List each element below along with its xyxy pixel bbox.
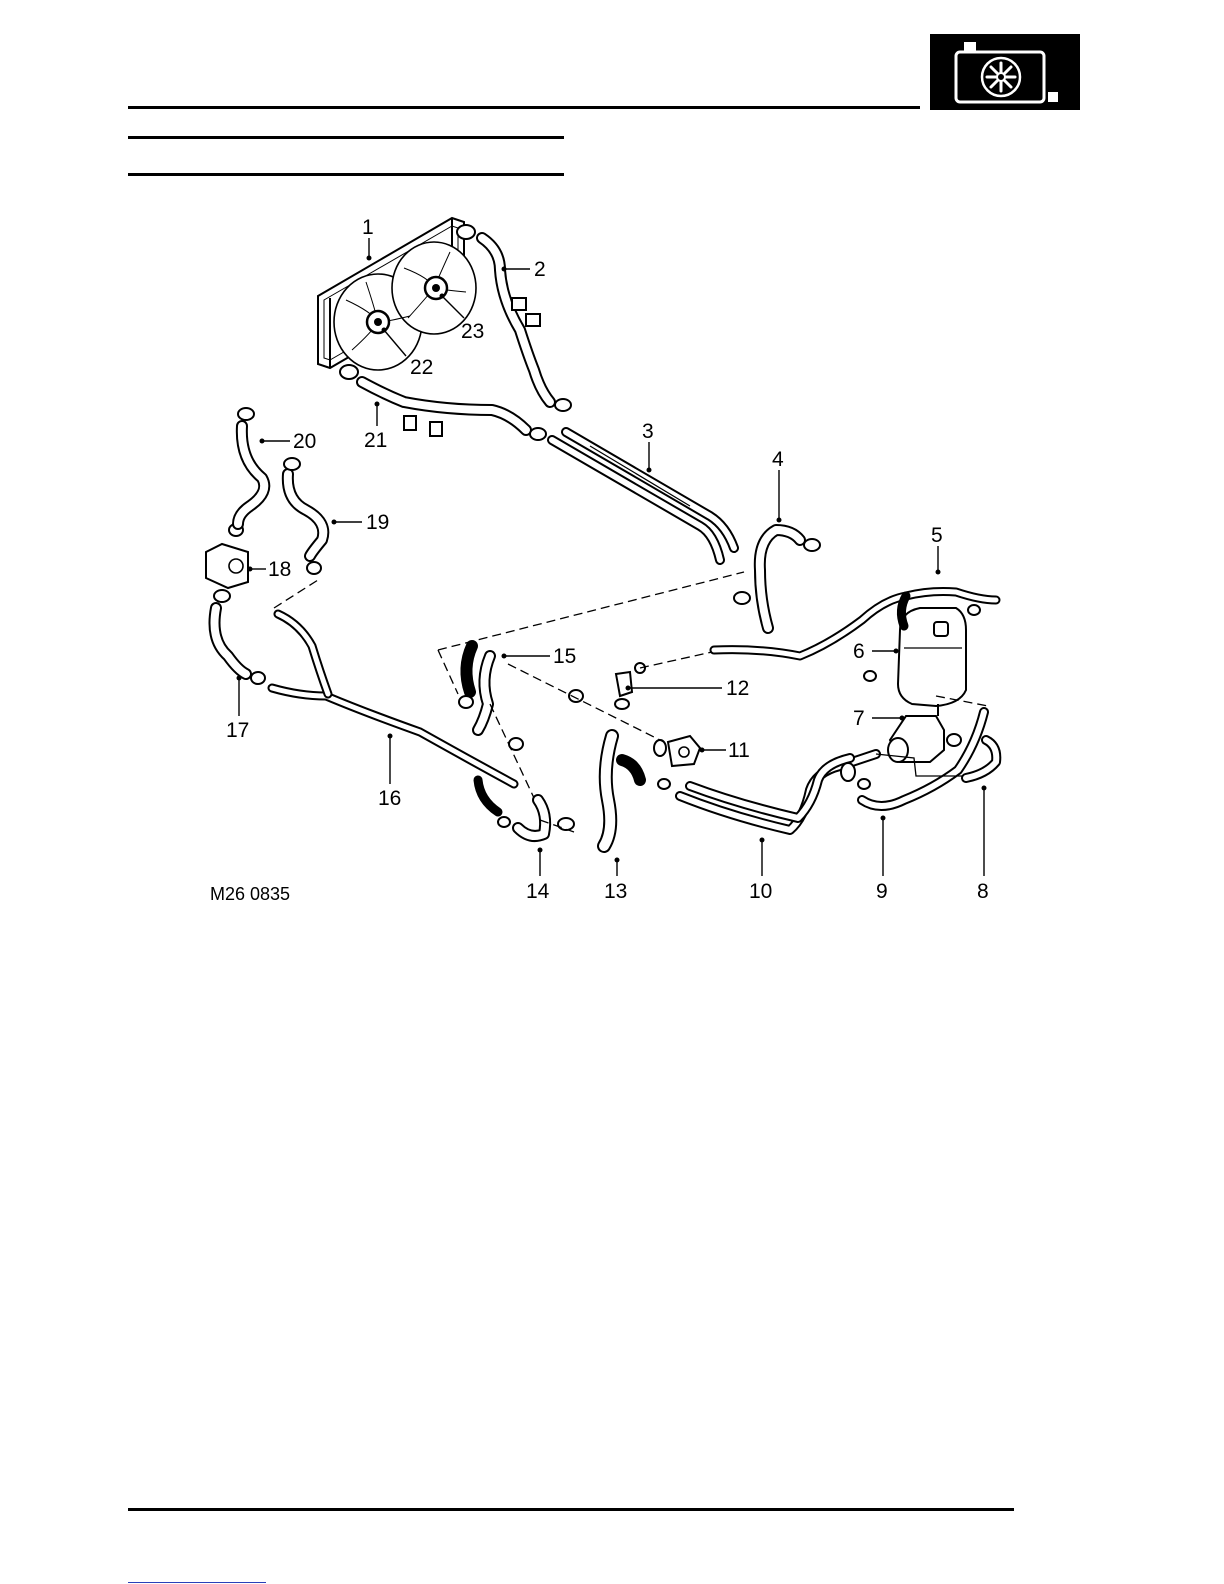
callout-20: 20 [293,430,316,453]
callout-18: 18 [268,558,291,581]
callout-5: 5 [931,524,943,547]
valve-bracket-18 [206,524,248,588]
callout-13: 13 [604,880,627,903]
long-pipe-16 [272,614,514,812]
callout-16: 16 [378,787,401,810]
radiator-assembly [318,218,476,379]
callout-9: 9 [876,880,888,903]
callout-21: 21 [364,429,387,452]
figure-code: M26 0835 [210,884,290,904]
callout-11: 11 [728,739,750,762]
callout-12: 12 [726,677,749,700]
callout-2: 2 [534,258,546,281]
callout-23: 23 [461,320,484,343]
hose-20 [238,408,264,524]
hose-14 [498,800,574,836]
hose-19 [284,458,323,574]
callout-15: 15 [553,645,576,668]
hose-17 [214,590,265,684]
heater-pipe-assembly [680,754,876,830]
thermostat-housing [888,716,961,762]
callout-22: 22 [410,356,433,379]
bottom-hose [362,382,546,440]
callout-19: 19 [366,511,389,534]
radiator-fan-icon [930,34,1080,110]
callout-6: 6 [853,640,865,663]
callout-8: 8 [977,880,989,903]
callout-17: 17 [226,719,249,742]
hose-4 [734,530,820,628]
callout-14: 14 [526,880,550,903]
connector-12 [615,663,645,709]
coolant-pipe-assembly [552,432,734,560]
callout-4: 4 [772,448,784,471]
callout-10: 10 [749,880,772,903]
callout-7: 7 [853,707,865,730]
callout-3: 3 [642,420,654,443]
callout-1: 1 [362,216,374,239]
